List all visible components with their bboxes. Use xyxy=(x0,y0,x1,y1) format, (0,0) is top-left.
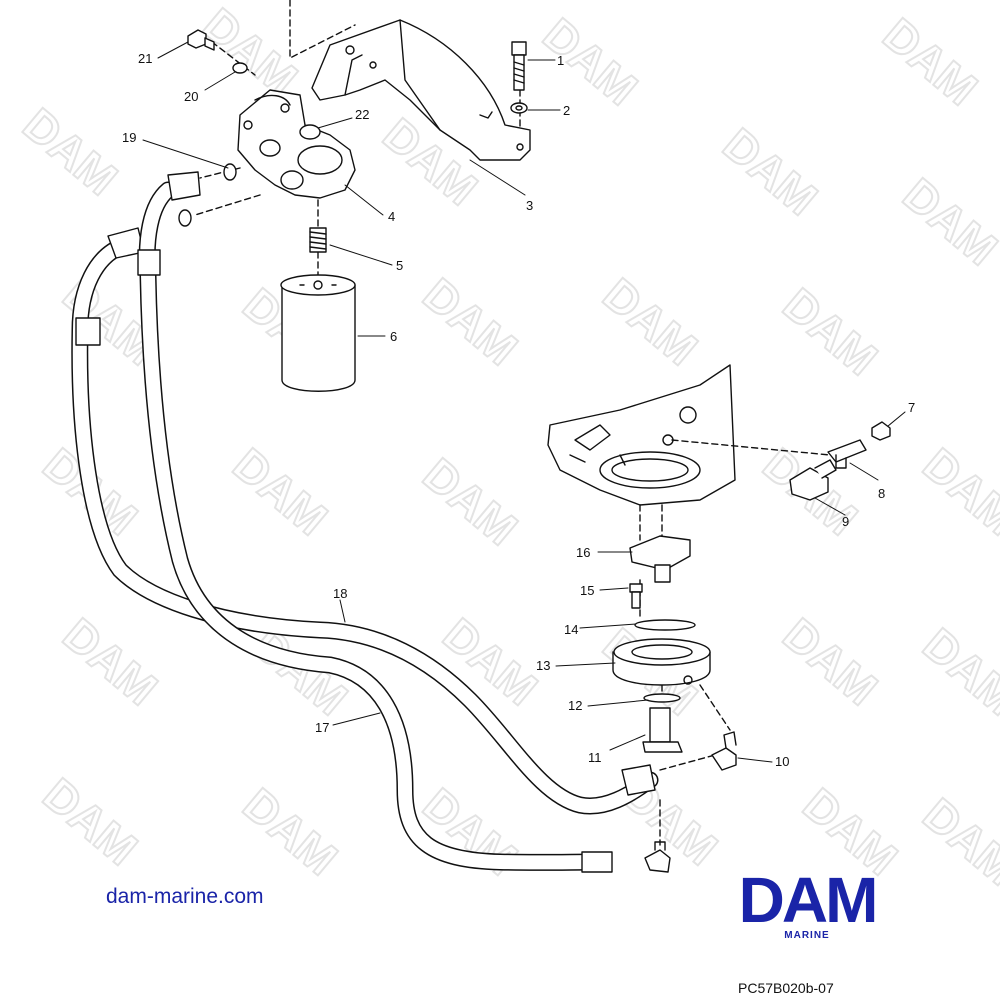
watermark: DAM xyxy=(414,448,528,555)
callout-22: 22 xyxy=(355,107,369,122)
reference-code: PC57B020b-07 xyxy=(738,980,834,996)
watermark: DAM xyxy=(594,268,708,375)
callout-11: 11 xyxy=(588,750,602,765)
screw xyxy=(187,29,215,51)
elbow-fitting-upper xyxy=(711,731,737,771)
watermark: DAM xyxy=(34,768,148,875)
filter-adapter xyxy=(237,89,356,199)
watermark: DAM xyxy=(914,618,1000,725)
mounting-bracket xyxy=(311,19,531,161)
adapter-plate xyxy=(629,535,691,583)
watermark: DAM xyxy=(534,8,648,115)
leader-lines xyxy=(142,41,906,763)
watermark: DAM xyxy=(414,268,528,375)
watermark: DAM xyxy=(874,8,988,115)
watermark: DAM xyxy=(894,168,1000,275)
center-nipple xyxy=(642,707,683,753)
dam-marine-logo: DAM MARINE xyxy=(718,868,896,946)
callout-12: 12 xyxy=(568,698,582,713)
callout-1: 1 xyxy=(557,53,564,68)
callout-7: 7 xyxy=(908,400,915,415)
tee-fitting xyxy=(827,439,867,469)
logo-text: DAM xyxy=(738,864,879,936)
callout-9: 9 xyxy=(842,514,849,529)
watermark: DAM xyxy=(914,788,1000,895)
adapter-bolt xyxy=(629,583,643,609)
callout-5: 5 xyxy=(396,258,403,273)
callout-15: 15 xyxy=(580,583,594,598)
watermark: DAM xyxy=(774,278,888,385)
oil-hose-17 xyxy=(137,171,613,873)
callout-14: 14 xyxy=(564,622,578,637)
engine-block xyxy=(547,364,736,506)
watermark: DAM xyxy=(14,98,128,205)
pressure-sender xyxy=(789,459,837,501)
callout-18: 18 xyxy=(333,586,347,601)
plug-fitting xyxy=(871,421,891,441)
callout-labels: 1 2 3 4 5 6 7 8 9 10 11 12 13 14 15 16 1… xyxy=(122,51,915,769)
elbow-fitting-lower xyxy=(644,841,671,873)
filter-housing xyxy=(612,638,711,686)
callout-20: 20 xyxy=(184,89,198,104)
watermark: DAM xyxy=(774,608,888,715)
callout-21: 21 xyxy=(138,51,152,66)
callout-16: 16 xyxy=(576,545,590,560)
watermark: DAM xyxy=(714,118,828,225)
callout-4: 4 xyxy=(388,209,395,224)
callout-13: 13 xyxy=(536,658,550,673)
callout-8: 8 xyxy=(878,486,885,501)
watermark: DAM xyxy=(224,438,338,545)
callout-2: 2 xyxy=(563,103,570,118)
housing-o-ring xyxy=(643,693,681,703)
callout-19: 19 xyxy=(122,130,136,145)
callout-6: 6 xyxy=(390,329,397,344)
watermark: DAM xyxy=(914,438,1000,545)
bolt xyxy=(511,41,527,91)
watermark: DAM xyxy=(234,778,348,885)
callout-3: 3 xyxy=(526,198,533,213)
watermark: DAM xyxy=(434,608,548,715)
oil-filter xyxy=(280,274,356,392)
adapter-o-ring xyxy=(634,619,696,631)
website-link[interactable]: dam-marine.com xyxy=(106,885,264,908)
washer xyxy=(510,102,528,114)
callout-10: 10 xyxy=(775,754,789,769)
o-ring xyxy=(232,62,248,74)
threaded-nipple xyxy=(309,227,327,253)
watermark: DAM xyxy=(54,608,168,715)
logo-subtext: MARINE xyxy=(784,930,830,941)
callout-17: 17 xyxy=(315,720,329,735)
